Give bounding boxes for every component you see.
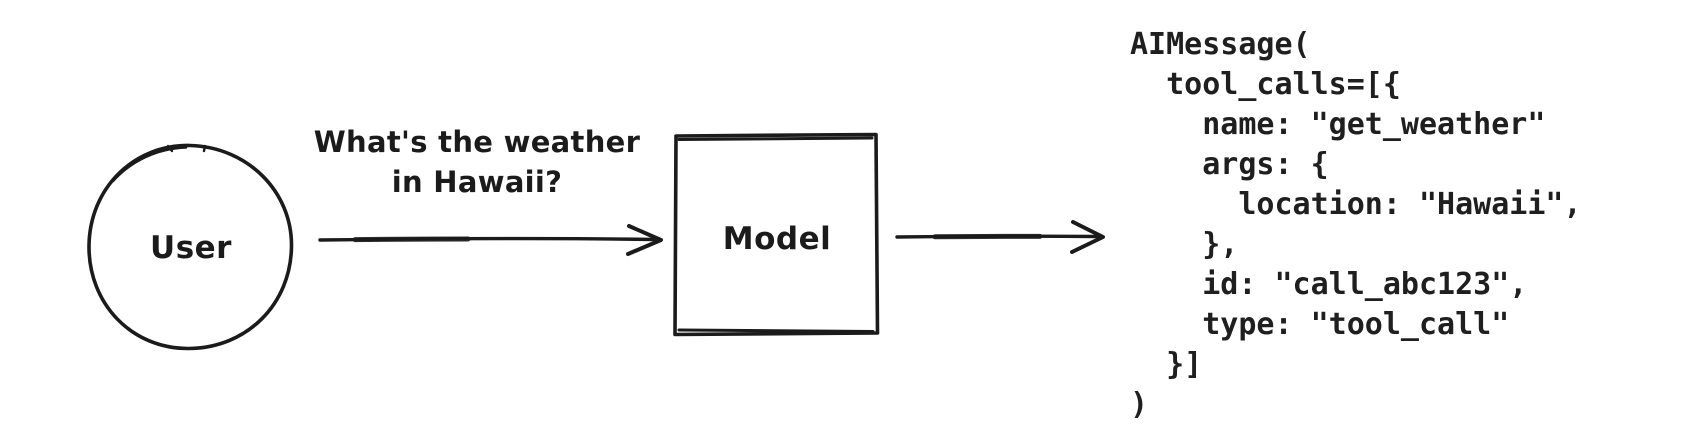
aimessage-code-block: AIMessage( tool_calls=[{ name: "get_weat… <box>1130 27 1582 422</box>
model-box-shape <box>673 132 880 337</box>
user-message-line-2: in Hawaii? <box>391 165 563 199</box>
arrow-model-to-output <box>895 220 1105 254</box>
arrow-user-to-model <box>318 224 663 256</box>
user-message-line-1: What's the weather <box>313 125 641 159</box>
model-node-label: Model <box>722 221 832 257</box>
user-circle-shape <box>87 143 294 351</box>
user-node-label: User <box>150 230 232 266</box>
user-message-text: What's the weather in Hawaii? <box>301 122 653 202</box>
